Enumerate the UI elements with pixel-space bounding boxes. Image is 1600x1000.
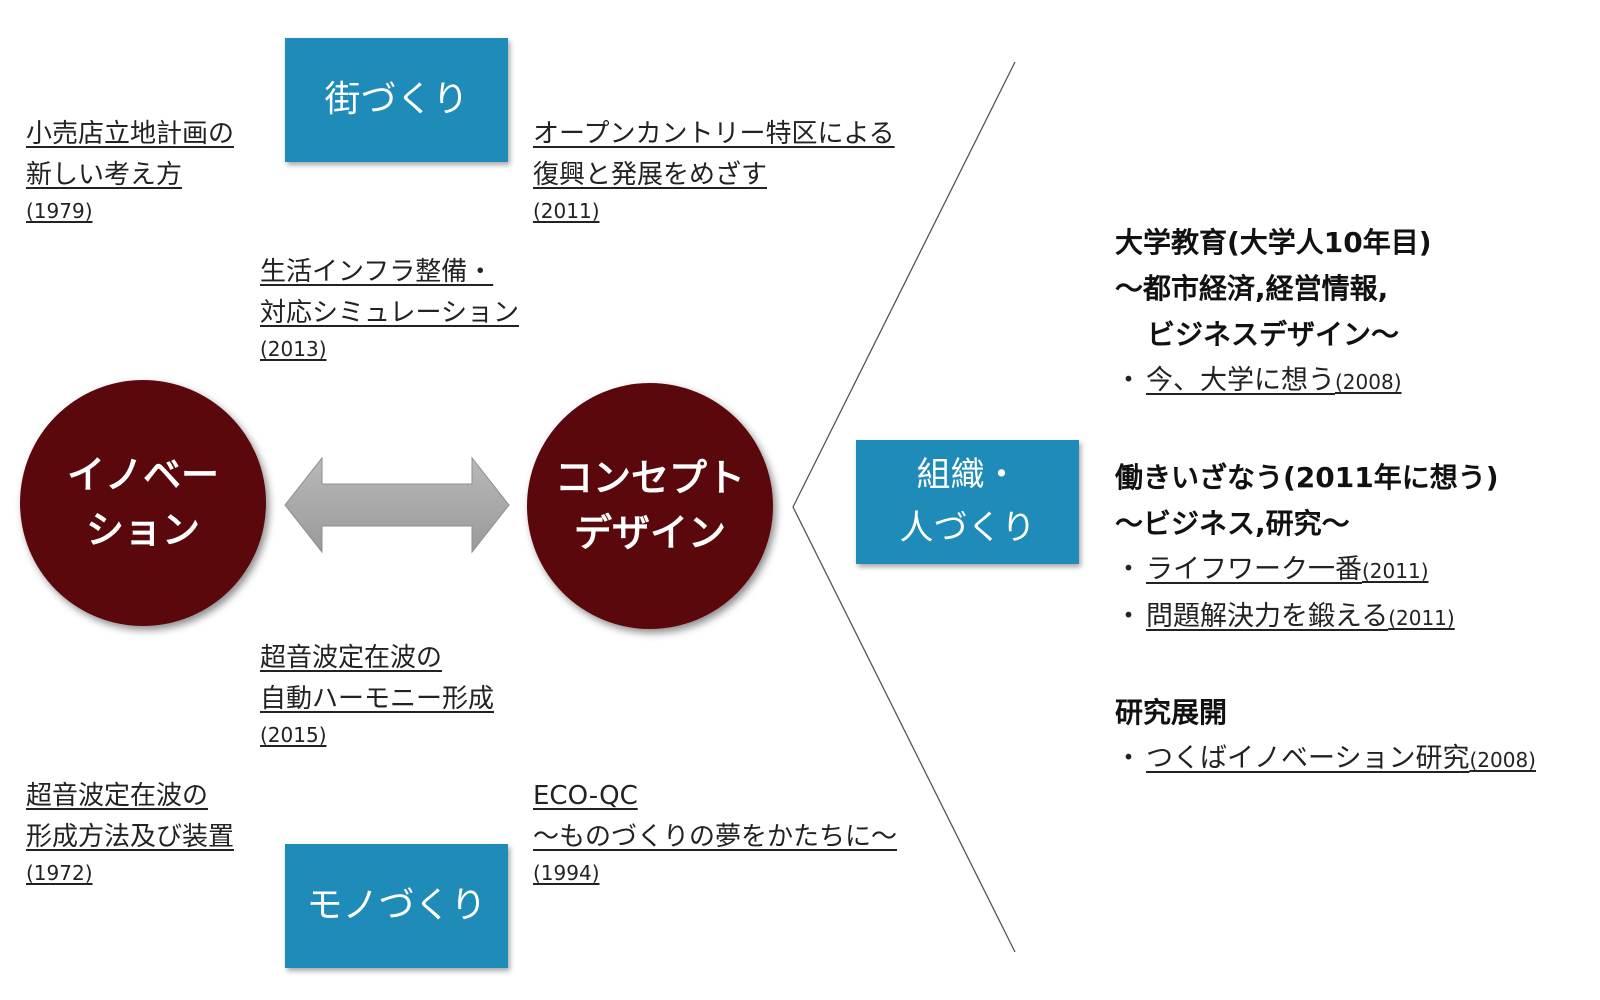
- work-harmony-link-line2[interactable]: 自動ハーモニー形成: [260, 684, 495, 714]
- work-retail-link-line2[interactable]: 新しい考え方: [26, 160, 183, 190]
- work-item-2[interactable]: ・問題解決力を鍛える(2011): [1115, 594, 1499, 641]
- work-infra: 生活インフラ整備・ 対応シミュレーション (2013): [260, 252, 519, 364]
- bullet: ・: [1115, 365, 1142, 396]
- double-arrow-icon: [284, 456, 510, 554]
- soshiki-label-line2: 人づくり: [899, 508, 1036, 548]
- education-item[interactable]: ・今、大学に想う(2008): [1115, 358, 1432, 405]
- work-retail-year: (1979): [26, 199, 93, 223]
- section-research: 研究展開 ・つくばイノベーション研究(2008): [1115, 690, 1536, 783]
- soshiki-label-line1: 組織・: [916, 455, 1019, 496]
- education-heading-line2: 〜都市経済,経営情報,: [1115, 272, 1389, 305]
- work-harmony-year: (2015): [260, 723, 327, 747]
- work-opencountry: オープンカントリー特区による 復興と発展をめざす (2011): [533, 114, 895, 226]
- work-ecoqc: ECO-QC 〜ものづくりの夢をかたちに〜 (1994): [533, 776, 897, 888]
- research-heading: 研究展開: [1115, 696, 1228, 729]
- work-harmony-link-line1[interactable]: 超音波定在波の: [260, 643, 443, 673]
- work-item-2-year: (2011): [1388, 606, 1455, 630]
- work-infra-year: (2013): [260, 337, 327, 361]
- section-education: 大学教育(大学人10年目) 〜都市経済,経営情報, ビジネスデザイン〜 ・今、大…: [1115, 220, 1432, 405]
- bracket-upper-line: [792, 61, 1016, 508]
- monozukuri-label: モノづくり: [306, 885, 487, 926]
- education-item-link[interactable]: 今、大学に想う: [1146, 365, 1335, 396]
- work-device-year: (1972): [26, 861, 93, 885]
- monozukuri-box: モノづくり: [285, 844, 508, 968]
- work-opencountry-year: (2011): [533, 199, 600, 223]
- work-retail-link-line1[interactable]: 小売店立地計画の: [26, 119, 235, 149]
- work-retail: 小売店立地計画の 新しい考え方 (1979): [26, 114, 234, 226]
- work-infra-link-line2[interactable]: 対応シミュレーション: [260, 298, 519, 328]
- bullet: ・: [1115, 601, 1142, 632]
- work-heading-line1: 働きいざなう(2011年に想う): [1115, 461, 1499, 494]
- bullet: ・: [1115, 554, 1142, 585]
- machizukuri-label: 街づくり: [324, 79, 469, 120]
- work-ecoqc-link-line2[interactable]: 〜ものづくりの夢をかたちに〜: [533, 822, 898, 852]
- machizukuri-box: 街づくり: [285, 38, 508, 162]
- work-ecoqc-link-line1[interactable]: ECO-QC: [533, 781, 638, 811]
- work-item-1-link[interactable]: ライフワーク一番: [1146, 554, 1362, 585]
- research-item-year: (2008): [1469, 748, 1536, 772]
- work-opencountry-link-line1[interactable]: オープンカントリー特区による: [533, 119, 895, 149]
- education-item-year: (2008): [1335, 370, 1402, 394]
- education-heading-line3: ビジネスデザイン〜: [1147, 318, 1400, 351]
- work-heading-line2: 〜ビジネス,研究〜: [1115, 507, 1350, 540]
- work-device-link-line2[interactable]: 形成方法及び装置: [26, 822, 235, 852]
- work-infra-link-line1[interactable]: 生活インフラ整備・: [260, 257, 494, 287]
- work-device-link-line1[interactable]: 超音波定在波の: [26, 781, 209, 811]
- work-ecoqc-year: (1994): [533, 861, 600, 885]
- work-harmony: 超音波定在波の 自動ハーモニー形成 (2015): [260, 638, 494, 750]
- innovation-label-line1: イノベー: [66, 452, 219, 497]
- section-work: 働きいざなう(2011年に想う) 〜ビジネス,研究〜 ・ライフワーク一番(201…: [1115, 455, 1499, 641]
- bracket-lower-line: [792, 506, 1016, 953]
- concept-design-circle: コンセプト デザイン: [527, 383, 773, 629]
- work-device: 超音波定在波の 形成方法及び装置 (1972): [26, 776, 234, 888]
- bullet: ・: [1115, 743, 1142, 774]
- concept-design-label-line1: コンセプト: [554, 455, 745, 500]
- work-item-2-link[interactable]: 問題解決力を鍛える: [1146, 601, 1389, 632]
- innovation-circle: イノベー ション: [20, 380, 266, 626]
- work-item-1[interactable]: ・ライフワーク一番(2011): [1115, 547, 1499, 594]
- work-opencountry-link-line2[interactable]: 復興と発展をめざす: [533, 160, 768, 190]
- innovation-label-line2: ション: [85, 508, 200, 552]
- education-heading-line1: 大学教育(大学人10年目): [1115, 226, 1432, 259]
- research-item-link[interactable]: つくばイノベーション研究: [1146, 743, 1470, 774]
- research-item[interactable]: ・つくばイノベーション研究(2008): [1115, 736, 1536, 783]
- work-item-1-year: (2011): [1362, 559, 1429, 583]
- concept-design-label-line2: デザイン: [573, 511, 726, 555]
- soshiki-box: 組織・ 人づくり: [856, 440, 1079, 564]
